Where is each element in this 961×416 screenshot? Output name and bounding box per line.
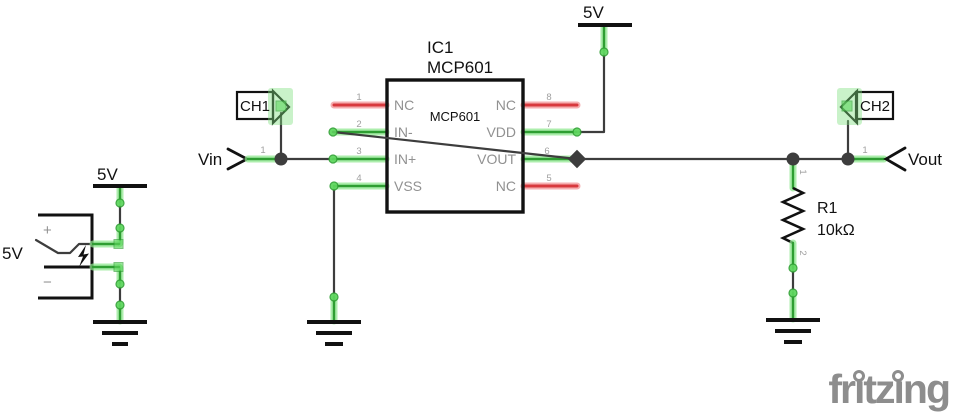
ic-mcp601[interactable]: 1 2 3 4 8 7 6 5 MCP601 NC IN- IN+ VSS NC… xyxy=(329,38,581,214)
svg-text:2: 2 xyxy=(356,119,361,130)
battery-minus-sign: − xyxy=(43,274,52,291)
junction-dots xyxy=(274,149,855,169)
battery-5v[interactable]: 5V + − xyxy=(2,213,124,300)
svg-text:MCP601: MCP601 xyxy=(427,58,493,77)
resistor-r1[interactable]: 1 2 R1 10kΩ xyxy=(779,159,855,272)
svg-text:NC: NC xyxy=(394,97,414,113)
svg-text:R1: R1 xyxy=(817,200,838,217)
vin-arrow-icon xyxy=(226,147,251,171)
svg-text:10kΩ: 10kΩ xyxy=(817,222,855,239)
svg-text:NC: NC xyxy=(496,178,516,194)
svg-text:IN+: IN+ xyxy=(394,151,416,167)
ic-body xyxy=(385,78,525,214)
net-label-vin[interactable]: Vin 1 xyxy=(198,145,286,171)
svg-text:3: 3 xyxy=(356,146,361,157)
probe-ch1[interactable]: CH1 xyxy=(235,88,293,126)
vout-label: Vout xyxy=(908,150,942,169)
junction-vin[interactable] xyxy=(274,152,288,166)
svg-text:5: 5 xyxy=(546,173,551,184)
junction-r1[interactable] xyxy=(786,152,800,166)
logo-text: fr xyxy=(828,366,856,412)
junction-vout[interactable] xyxy=(567,149,587,169)
ground-symbol-battery[interactable] xyxy=(93,320,147,346)
ic-chip-label: MCP601 xyxy=(430,109,481,124)
net-label-vout[interactable]: 1 Vout xyxy=(845,145,942,172)
vout-arrow-icon xyxy=(883,146,907,172)
svg-text:7: 7 xyxy=(546,119,551,130)
svg-text:6: 6 xyxy=(544,146,549,157)
svg-text:NC: NC xyxy=(496,97,516,113)
wire-vdd-to-5v[interactable] xyxy=(575,23,606,134)
ic-right-pins: 8 7 6 5 xyxy=(520,92,581,190)
power-5v-top-label: 5V xyxy=(583,3,604,22)
svg-text:VDD: VDD xyxy=(486,124,516,140)
svg-text:VSS: VSS xyxy=(394,178,422,194)
probe-ch2[interactable]: CH2 xyxy=(837,88,895,126)
power-symbol-battery[interactable]: 5V xyxy=(93,165,147,188)
ch2-box xyxy=(854,90,895,121)
ch1-label: CH1 xyxy=(240,98,270,115)
logo-i-dot-icon xyxy=(892,370,905,382)
vout-pin-number: 1 xyxy=(862,145,867,156)
svg-text:VOUT: VOUT xyxy=(477,151,516,167)
vin-label: Vin xyxy=(198,150,222,169)
battery-pins xyxy=(89,239,124,272)
battery-bolt-icon xyxy=(78,245,89,267)
logo-i-dot-icon xyxy=(852,370,865,382)
ground-symbol-r1[interactable] xyxy=(766,318,820,344)
battery-plus-sign: + xyxy=(43,222,52,239)
svg-text:4: 4 xyxy=(356,173,361,184)
r1-pin2-number: 2 xyxy=(797,250,808,255)
ch1-box xyxy=(235,90,275,121)
svg-text:IC1: IC1 xyxy=(427,38,453,57)
r1-zigzag xyxy=(779,186,807,245)
battery-plus-lead xyxy=(34,238,93,255)
ic-ref-label[interactable]: IC1 MCP601 xyxy=(427,38,493,77)
svg-text:1: 1 xyxy=(356,92,361,103)
ground-symbol-vss[interactable] xyxy=(307,320,361,346)
battery-body xyxy=(38,213,94,300)
r1-ref-label[interactable]: R1 10kΩ xyxy=(817,200,855,239)
ch1-connector xyxy=(275,100,287,112)
junction-ch2[interactable] xyxy=(841,152,855,166)
battery-value-label: 5V xyxy=(2,244,23,263)
ic-pin-names: NC IN- IN+ VSS NC VDD VOUT NC xyxy=(394,97,516,194)
vin-pin-number: 1 xyxy=(260,145,265,156)
ch2-connector xyxy=(841,100,853,112)
wire-feedback-inminus-vout[interactable] xyxy=(331,130,579,161)
svg-text:8: 8 xyxy=(546,92,551,103)
connector-end-dots xyxy=(115,47,798,310)
power-symbol-vdd[interactable]: 5V xyxy=(578,3,632,27)
r1-pin1-number: 1 xyxy=(797,169,808,174)
ch2-label: CH2 xyxy=(860,98,890,115)
power-5v-label: 5V xyxy=(97,165,118,184)
ic-left-pins: 1 2 3 4 xyxy=(329,92,390,190)
svg-text:IN-: IN- xyxy=(394,124,413,140)
